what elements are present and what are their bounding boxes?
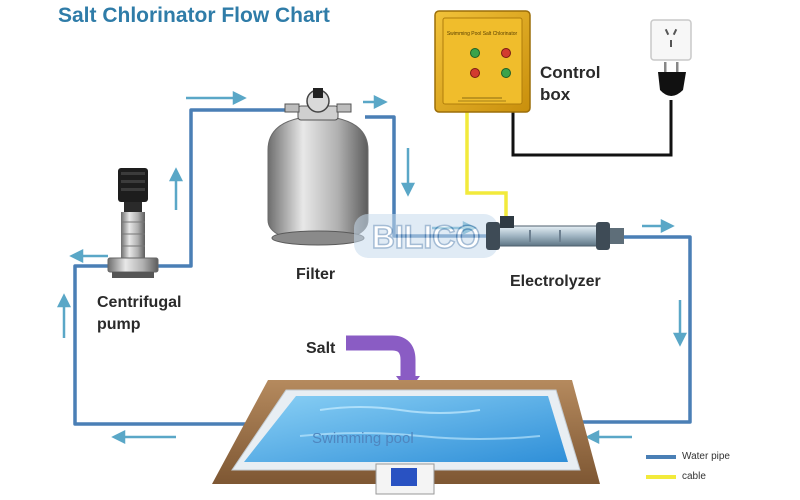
indicator-light-red [501, 48, 511, 58]
flow-arrow-left [69, 248, 108, 264]
power-cable [511, 100, 673, 157]
flow-arrow-right [363, 94, 388, 110]
control-box: Swimming Pool Salt Chlorinator [434, 10, 531, 113]
legend-label-water-pipe: Water pipe [682, 451, 730, 462]
control-box-panel-text: Swimming Pool Salt Chlorinator [447, 31, 518, 37]
watermark-logo: BILICO [354, 214, 498, 258]
legend [646, 455, 676, 479]
flow-arrow-up [56, 293, 72, 338]
control-box-label: Control box [540, 62, 600, 106]
control-box-label-line2: box [540, 85, 571, 104]
filter-label: Filter [296, 266, 336, 283]
signal-cable [465, 112, 508, 222]
water-pipe-loop [73, 108, 692, 426]
pipe-pool-to-pump [73, 264, 282, 426]
pipe-pump-to-filter [152, 108, 285, 268]
swimming-pool [212, 380, 600, 495]
flow-arrow-up [168, 167, 184, 210]
pipe-electrolyzer-to-pool [520, 235, 692, 424]
swimming-pool-label: Swimming pool [312, 430, 414, 447]
indicator-light-green [470, 48, 480, 58]
flow-arrow-down [400, 148, 416, 197]
pump-label-line2: pump [97, 316, 141, 333]
watermark-text: BILICO [372, 219, 480, 255]
electrolyzer-label: Electrolyzer [510, 273, 601, 290]
pump-label: Centrifugal pump [97, 292, 181, 336]
flow-arrows [56, 90, 688, 445]
flow-arrow-right [186, 90, 247, 106]
flow-arrow-left [111, 429, 176, 445]
flow-arrow-right [642, 218, 675, 234]
wall-outlet [650, 19, 692, 61]
chart-title: Salt Chlorinator Flow Chart [58, 4, 330, 27]
pump-label-line1: Centrifugal [97, 294, 182, 311]
control-box-label-line1: Control [540, 63, 601, 82]
salt-label: Salt [306, 340, 336, 357]
electrolyzer [486, 216, 624, 250]
legend-label-cable: cable [682, 471, 706, 482]
power-plug [658, 62, 686, 96]
flow-arrow-down [672, 300, 688, 347]
flow-arrow-left [585, 429, 632, 445]
centrifugal-pump [107, 168, 159, 278]
indicator-light-green [501, 68, 511, 78]
indicator-light-red [470, 68, 480, 78]
sand-filter [267, 88, 369, 246]
